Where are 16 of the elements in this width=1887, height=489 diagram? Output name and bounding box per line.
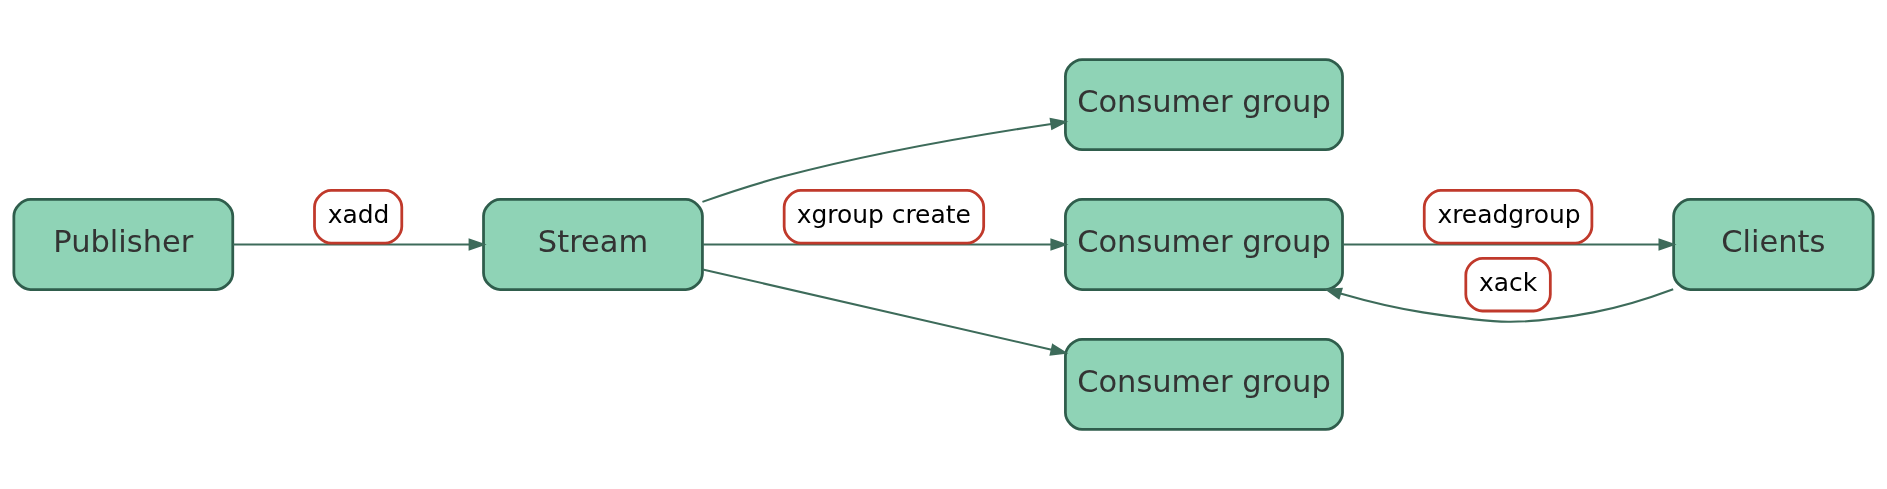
edge-label: xreadgroup — [1437, 199, 1581, 229]
arrow — [1323, 287, 1674, 323]
node-box: Publisher — [12, 198, 235, 291]
edge-label: xgroup create — [796, 199, 971, 229]
node-box: Consumer group — [1064, 198, 1344, 291]
node-box: Clients — [1672, 198, 1875, 291]
node-box: Consumer group — [1064, 338, 1344, 431]
arrow — [702, 268, 1069, 356]
arrow — [233, 238, 487, 251]
node-box: Stream — [482, 198, 704, 291]
arrow — [702, 117, 1069, 203]
node-box: Consumer group — [1064, 58, 1344, 151]
edge-label: xack — [1478, 267, 1538, 297]
edge-label: xadd — [327, 199, 390, 229]
arrow — [702, 238, 1069, 251]
arrow — [1342, 238, 1677, 251]
